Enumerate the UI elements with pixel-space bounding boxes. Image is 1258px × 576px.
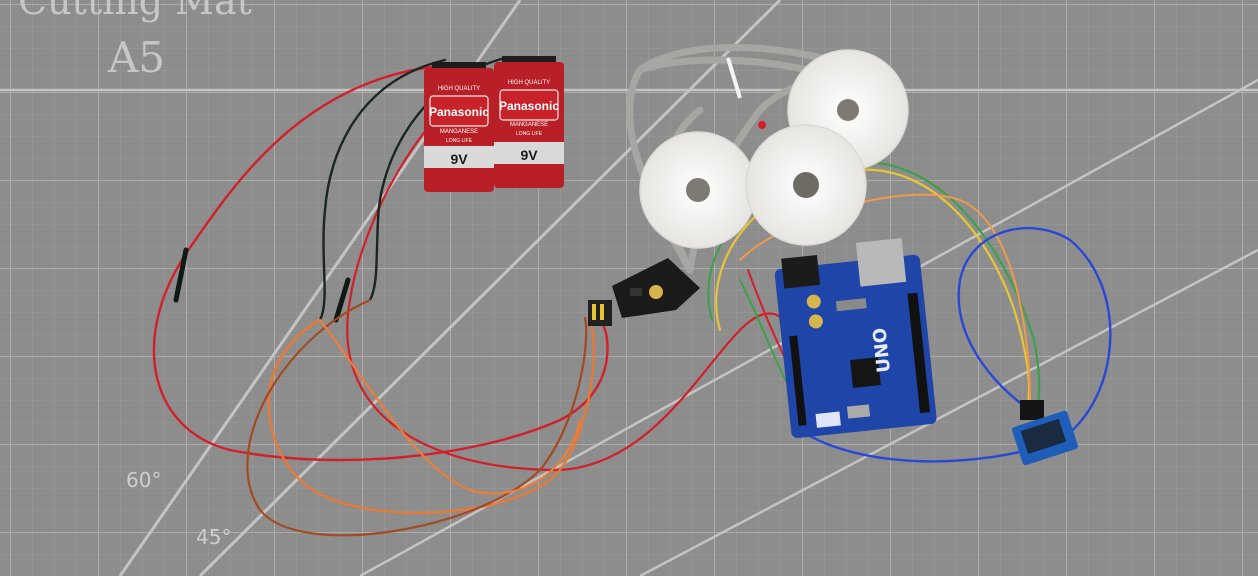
battery-quality-text: HIGH QUALITY bbox=[438, 86, 480, 92]
battery-quality-text: HIGH QUALITY bbox=[508, 80, 550, 86]
battery-life-text: LONG LIFE bbox=[446, 138, 473, 144]
battery-voltage: 9V bbox=[520, 147, 538, 163]
electrode-pad-icon bbox=[639, 131, 757, 249]
battery-type: MANGANESE bbox=[510, 122, 548, 128]
electrode-pad-icon bbox=[745, 121, 867, 246]
battery-brand: Panasonic bbox=[499, 99, 559, 113]
battery-right: HIGH QUALITY Panasonic MANGANESE LONG LI… bbox=[494, 56, 564, 188]
cable-tie bbox=[726, 57, 742, 99]
battery-left: HIGH QUALITY Panasonic MANGANESE LONG LI… bbox=[424, 62, 494, 192]
ecg-electrodes bbox=[639, 49, 909, 249]
battery-life-text: LONG LIFE bbox=[516, 131, 543, 137]
yellow-wire bbox=[715, 168, 1031, 407]
battery-icon bbox=[494, 56, 564, 188]
mat-size-label: A5 bbox=[107, 33, 165, 82]
black-shrink-tube-2 bbox=[333, 277, 351, 323]
ecg-sensor-module-icon bbox=[588, 258, 700, 326]
black-shrink-tube bbox=[173, 247, 189, 303]
mat-title: Cutting Mat bbox=[18, 0, 252, 23]
blue-wire bbox=[798, 226, 1112, 463]
orange-wire bbox=[267, 318, 595, 514]
microcontroller-board-icon bbox=[774, 238, 937, 439]
red-wire-battery-left bbox=[152, 64, 609, 462]
mat-angle-60: 60° bbox=[126, 468, 161, 492]
wires bbox=[152, 56, 1112, 537]
mat-angle-45: 45° bbox=[196, 525, 231, 549]
black-wire-left bbox=[318, 58, 447, 322]
battery-type: MANGANESE bbox=[440, 129, 478, 135]
oled-display-icon bbox=[1012, 400, 1078, 466]
battery-icon bbox=[424, 62, 494, 192]
battery-brand: Panasonic bbox=[429, 105, 489, 119]
brown-wire bbox=[246, 298, 588, 537]
battery-voltage: 9V bbox=[450, 151, 468, 167]
board-silkscreen-label: UNO bbox=[869, 327, 895, 374]
orange-wire-2 bbox=[319, 319, 581, 495]
microcontroller-board: UNO bbox=[774, 238, 937, 439]
